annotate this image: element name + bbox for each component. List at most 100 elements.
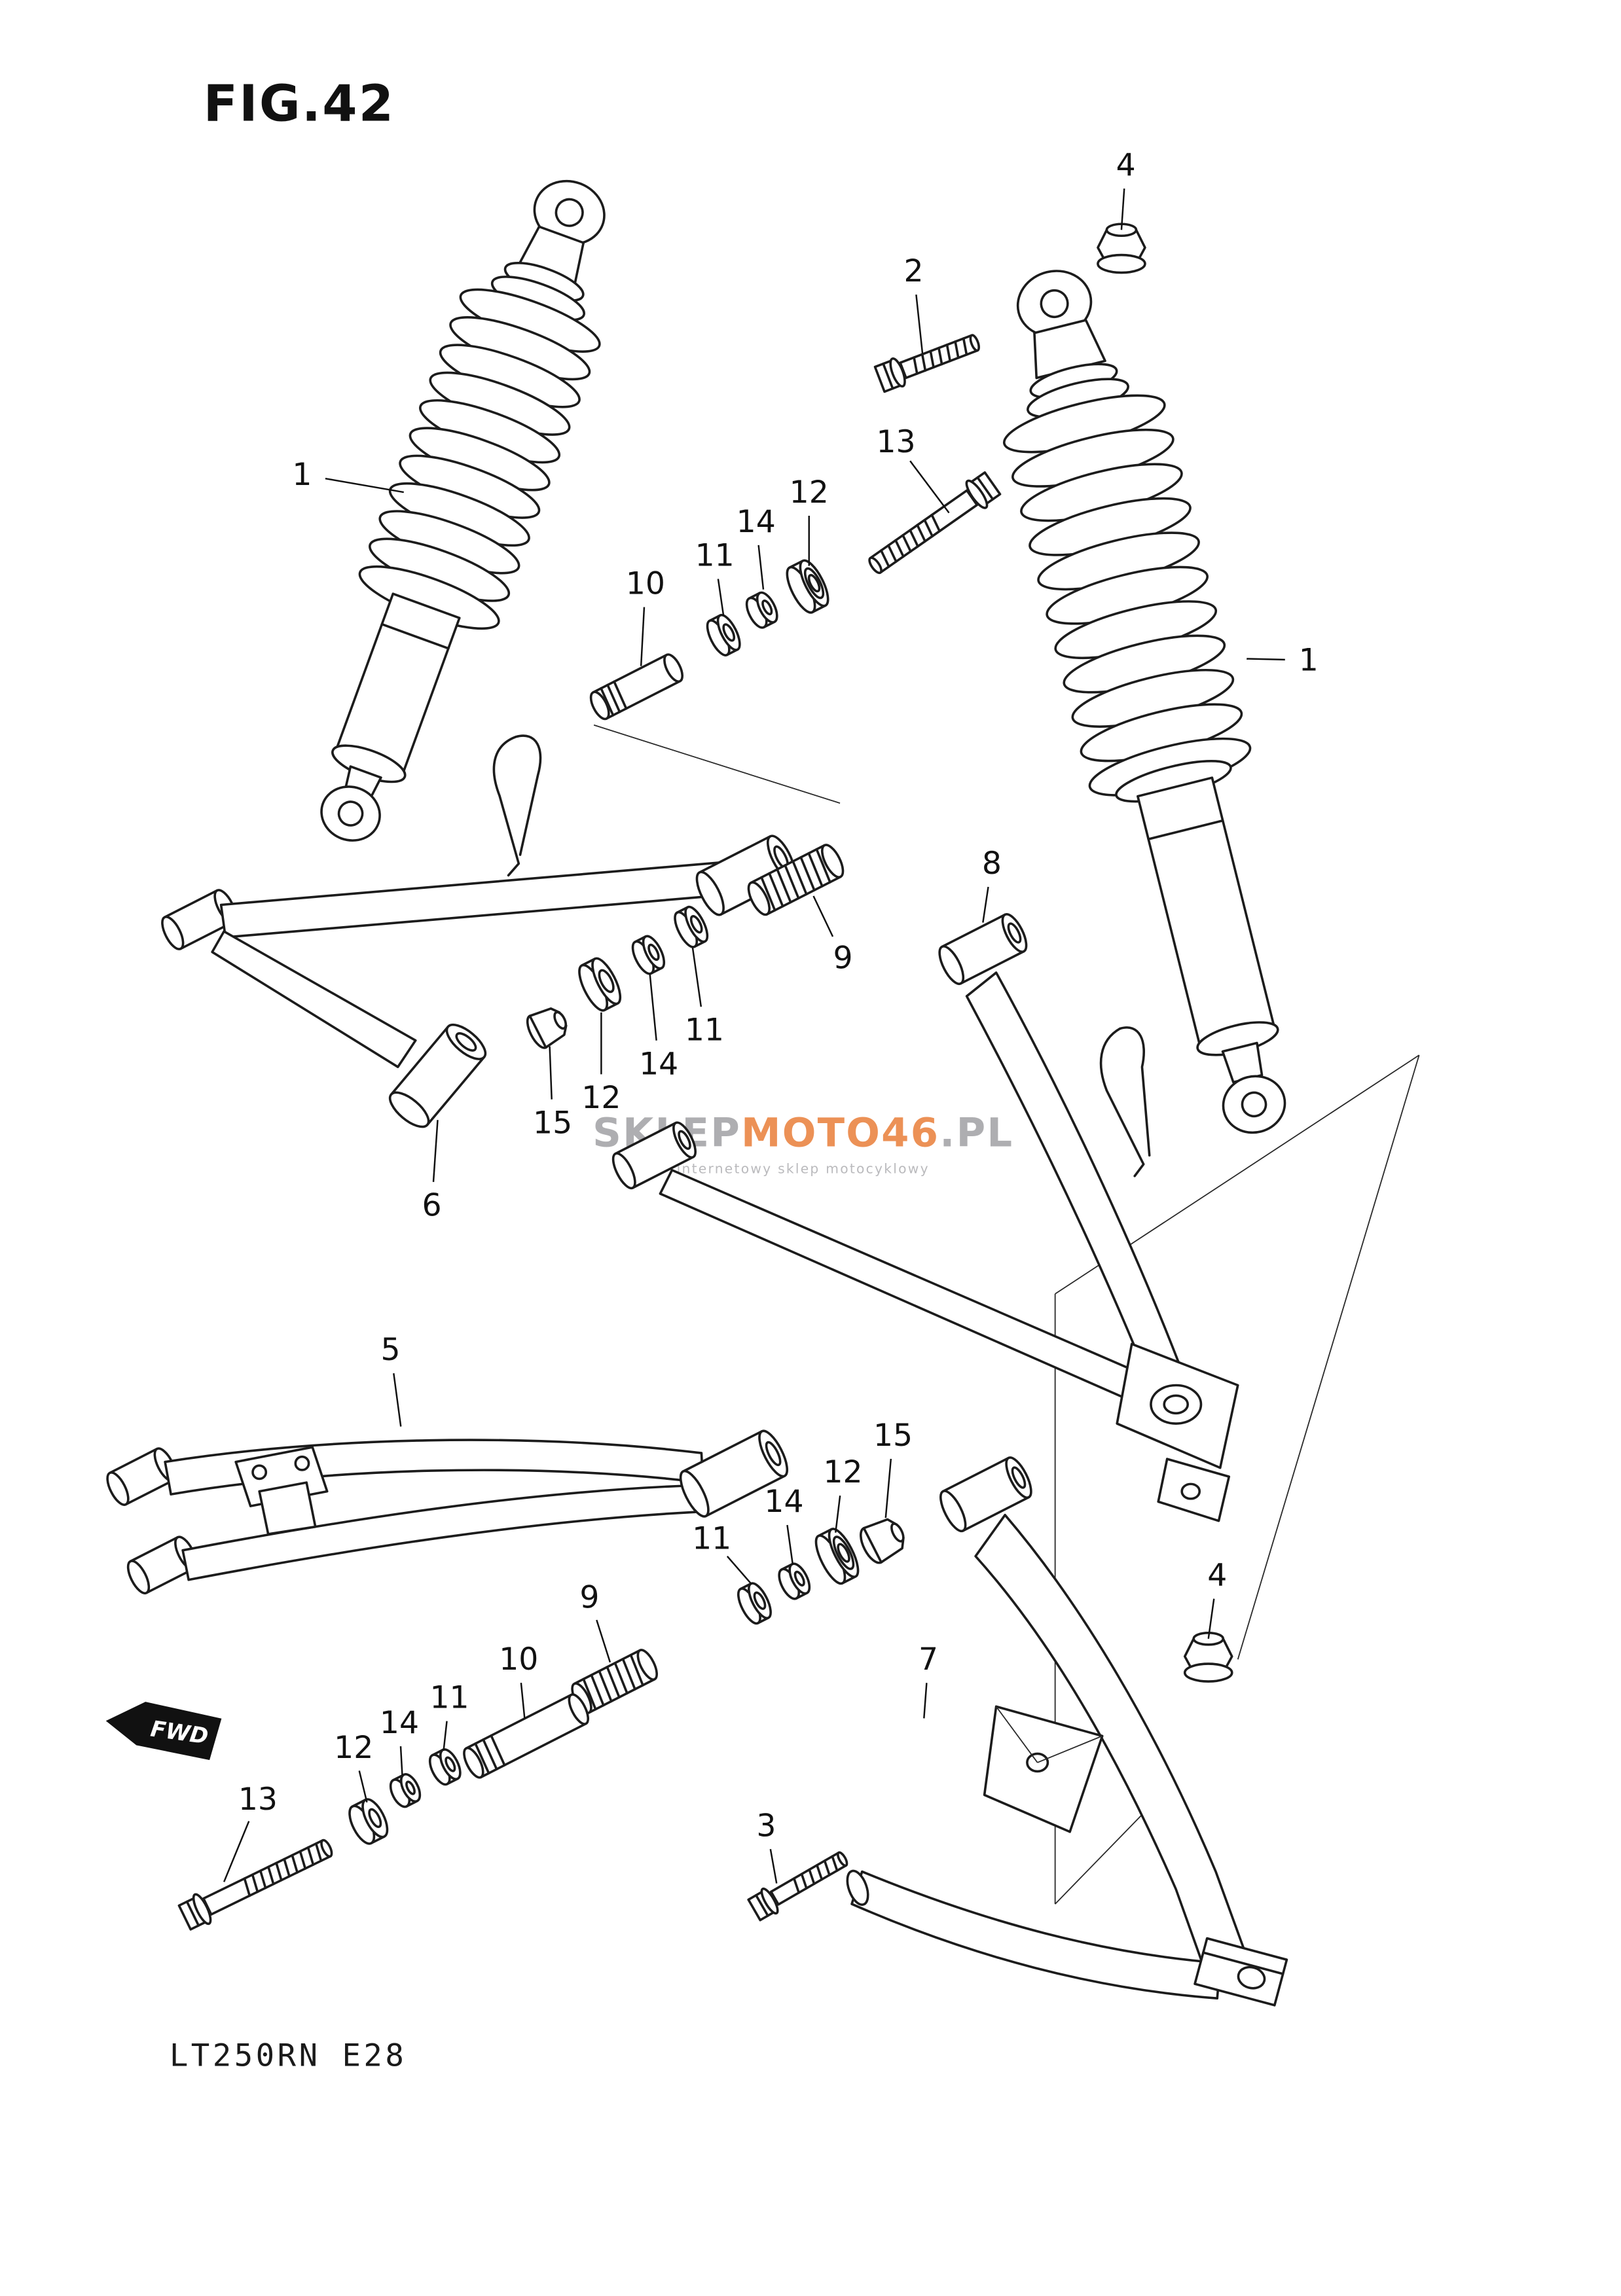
callout-10: 10 — [499, 1641, 538, 1677]
leader-line-1 — [1247, 658, 1285, 661]
spring-clip-lower — [1099, 1026, 1151, 1177]
shock-absorber-left — [320, 179, 606, 842]
nut-15-lower — [860, 1518, 905, 1564]
leader-line-14 — [399, 1746, 403, 1776]
splined-bushing-9-upper — [747, 844, 845, 916]
callout-7: 7 — [919, 1641, 938, 1677]
leader-line-6 — [432, 1120, 439, 1182]
washer-14-upper — [745, 591, 778, 629]
suspension-arm-upper-left — [161, 834, 796, 1128]
bolt-3 — [747, 1851, 848, 1922]
leader-line-13 — [223, 1821, 250, 1882]
nut-15-upper — [526, 1007, 568, 1049]
fwd-marker: FWD — [105, 1702, 222, 1761]
model-code: LT250RN E28 — [170, 2038, 407, 2074]
callout-12: 12 — [790, 475, 829, 511]
leader-line-9 — [812, 895, 834, 937]
callout-12: 12 — [581, 1080, 621, 1116]
washer-12-lower-left — [348, 1798, 389, 1845]
leader-line-13 — [909, 460, 950, 514]
callout-layer: 1241312141110189111412156515121411910111… — [223, 147, 1319, 1884]
leader-line-1 — [325, 477, 404, 493]
callout-13: 13 — [238, 1782, 278, 1818]
washer-14-lower-right — [778, 1562, 811, 1600]
leader-line-11 — [717, 579, 725, 617]
bearing-12-upper — [786, 559, 829, 614]
leader-line-14 — [786, 1524, 794, 1566]
watermark-subtext: internetowy sklep motocyklowy — [677, 1160, 930, 1176]
callout-2: 2 — [904, 253, 924, 289]
watermark-text: SKLEPMOTO46.PL — [592, 1111, 1013, 1157]
leader-line-3 — [769, 1848, 778, 1884]
leader-line-12 — [358, 1770, 368, 1803]
bolt-2 — [873, 334, 980, 393]
leader-line-10 — [640, 607, 646, 666]
suspension-arm-upper-right — [938, 913, 1180, 1384]
callout-5: 5 — [380, 1332, 400, 1368]
washer-14-lower-left — [389, 1773, 422, 1808]
leader-line-7 — [923, 1683, 928, 1719]
leader-line-2 — [915, 294, 924, 354]
suspension-arm-lower-left — [106, 1429, 789, 1595]
flange-nut-4-upper — [1097, 223, 1146, 274]
leader-line-11 — [443, 1721, 448, 1751]
callout-8: 8 — [982, 846, 1002, 882]
steering-knuckle — [1116, 1342, 1239, 1522]
washer-11-upper-arm — [674, 905, 709, 948]
callout-11: 11 — [429, 1680, 469, 1716]
leader-line-15 — [884, 1458, 892, 1518]
washer-11-lower-right — [737, 1582, 772, 1625]
callout-3: 3 — [756, 1808, 776, 1844]
bolt-13-lower — [177, 1839, 333, 1931]
callout-14: 14 — [764, 1484, 803, 1520]
shock-absorber-right — [1002, 270, 1286, 1134]
bolt-13-upper — [868, 471, 1002, 575]
leader-line-14 — [757, 545, 765, 590]
callout-15: 15 — [533, 1105, 572, 1141]
callout-12: 12 — [334, 1730, 373, 1766]
watermark: SKLEPMOTO46.PL internetowy sklep motocyk… — [592, 1111, 1013, 1177]
washer-11-lower-left — [428, 1748, 462, 1786]
spring-clip-upper — [492, 734, 542, 877]
callout-9: 9 — [579, 1579, 599, 1615]
callout-1: 1 — [1299, 642, 1319, 678]
callout-11: 11 — [685, 1013, 724, 1049]
leader-line-9 — [596, 1619, 611, 1663]
leader-line-15 — [549, 1046, 553, 1100]
bushing-6 — [388, 1024, 487, 1128]
leader-line-4 — [1207, 1598, 1215, 1639]
leader-line-11 — [726, 1556, 752, 1585]
callout-4: 4 — [1207, 1558, 1227, 1594]
leader-line-11 — [691, 947, 702, 1007]
callout-14: 14 — [639, 1046, 678, 1082]
callout-6: 6 — [422, 1188, 441, 1224]
figure-title: FIG.42 — [204, 75, 395, 134]
washer-11-upper — [706, 613, 741, 656]
leader-line-5 — [393, 1373, 402, 1427]
washer-12-upper-arm — [578, 957, 622, 1012]
callout-13: 13 — [876, 424, 915, 460]
callout-14: 14 — [737, 504, 776, 540]
callout-10: 10 — [626, 565, 665, 601]
spacer-10-lower — [463, 1693, 590, 1779]
callout-11: 11 — [695, 538, 735, 574]
leader-line-8 — [982, 886, 989, 923]
leader-line-10 — [520, 1683, 526, 1719]
spacer-10-upper — [589, 653, 683, 721]
callout-12: 12 — [823, 1454, 862, 1490]
suspension-arm-lower-right — [846, 1456, 1288, 2007]
bearing-12-lower-right — [814, 1528, 860, 1585]
callout-4: 4 — [1116, 147, 1136, 183]
callout-11: 11 — [692, 1520, 731, 1556]
callout-15: 15 — [873, 1418, 913, 1454]
callout-1: 1 — [292, 457, 312, 493]
leader-line-4 — [1120, 188, 1125, 230]
leader-line-14 — [649, 974, 657, 1041]
callout-9: 9 — [833, 940, 852, 976]
flange-nut-4-lower — [1183, 1631, 1233, 1683]
splined-bushing-9-lower — [571, 1649, 658, 1714]
washer-14-upper-arm — [631, 935, 666, 975]
leader-line-12 — [835, 1495, 841, 1533]
